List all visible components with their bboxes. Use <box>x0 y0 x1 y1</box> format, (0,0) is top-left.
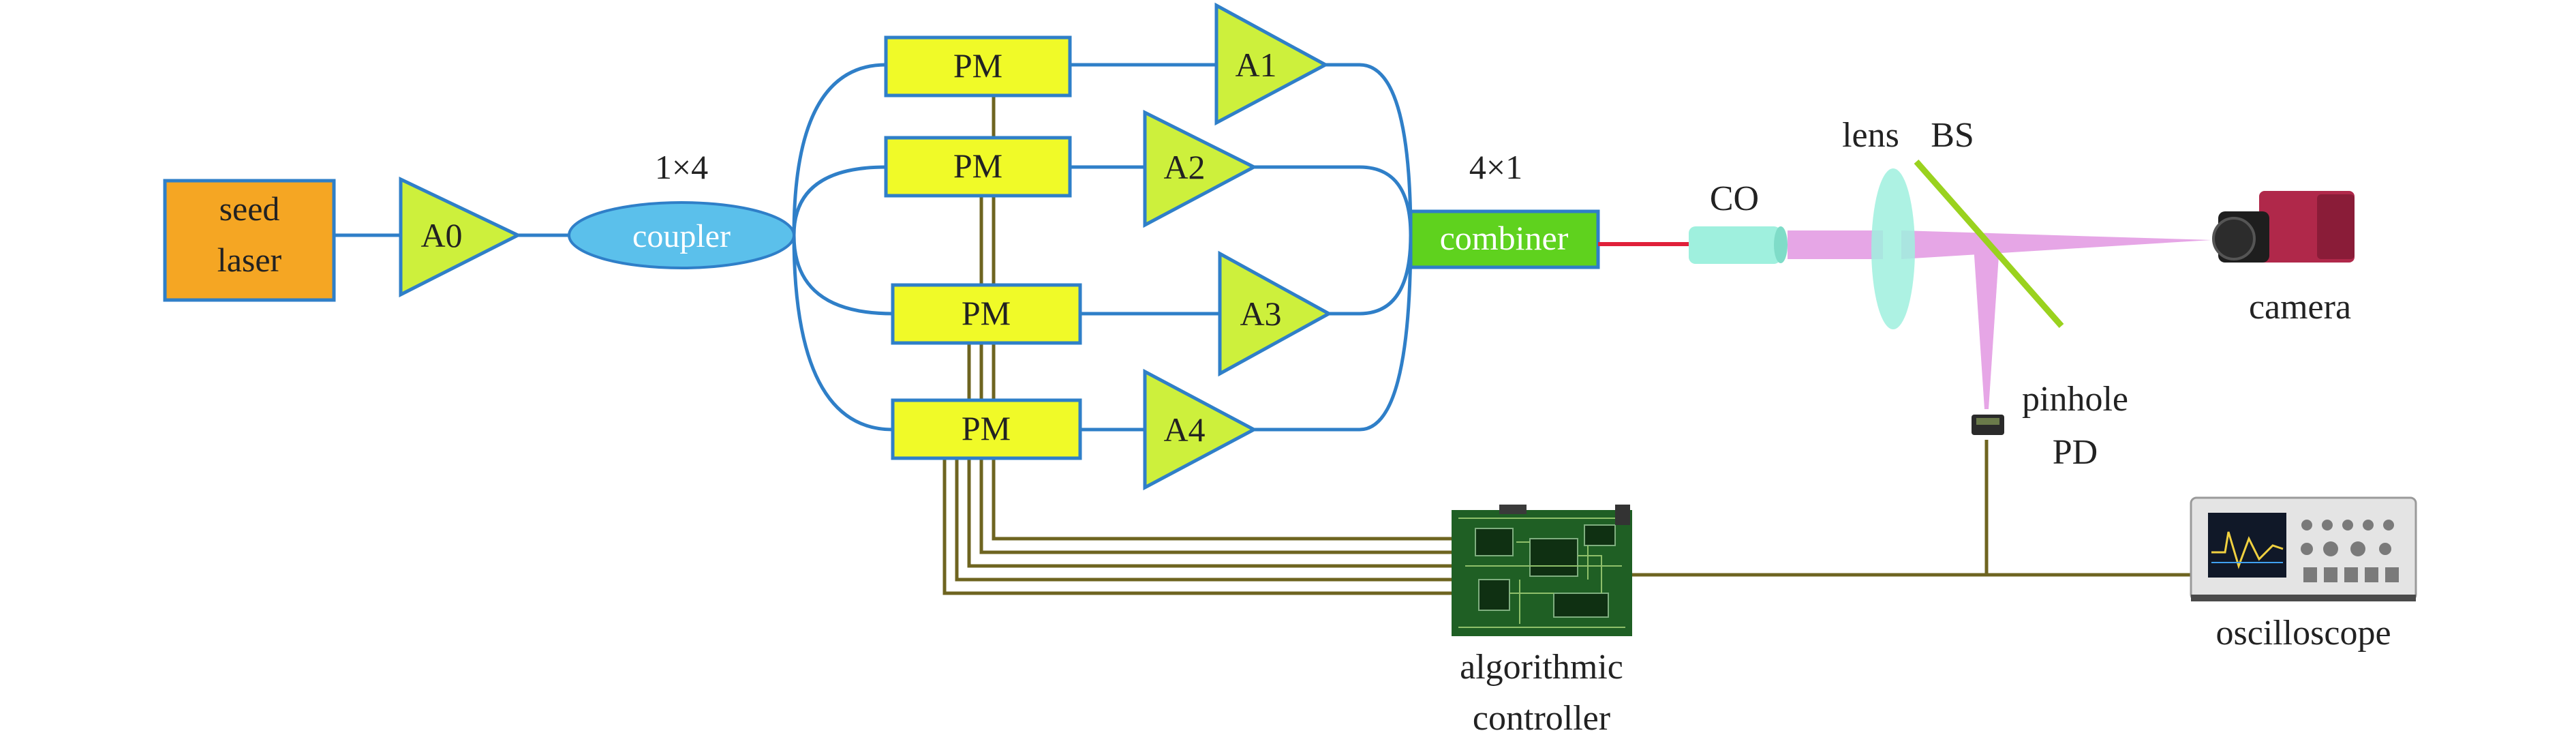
controller-chip-1 <box>1475 528 1514 556</box>
amplifier-a4-triangle <box>1143 368 1258 491</box>
pinhole-photodiode: pinhole PD <box>1972 380 2128 472</box>
fiber-a2-combiner <box>1254 165 1413 236</box>
collimator: CO <box>1689 179 1788 264</box>
phase-modulator-1: PM <box>884 35 1072 98</box>
pm-label-3: PM <box>962 294 1011 332</box>
combiner: 4×1 combiner <box>1409 148 1600 269</box>
seed-laser: seed laser <box>163 179 336 302</box>
fiber-coupler-branch-1 <box>792 63 887 236</box>
pinhole-label: pinhole <box>2022 380 2128 419</box>
controller-label-line2: controller <box>1473 699 1610 738</box>
wire-pm1-controller <box>992 95 1452 541</box>
phase-modulator-3: PM <box>891 283 1082 345</box>
pm-label-4: PM <box>962 409 1011 447</box>
amplifier-a0-triangle <box>399 177 522 298</box>
collimator-body <box>1689 226 1781 264</box>
camera-body-shade <box>2317 194 2355 259</box>
beam-lens-camera <box>1901 230 2211 259</box>
seed-laser-box <box>163 179 336 302</box>
beam-splitter-plate <box>1914 160 2064 328</box>
camera: camera <box>2212 191 2355 327</box>
camera-label: camera <box>2249 288 2351 327</box>
oscilloscope-trace <box>2211 531 2284 569</box>
seed-laser-label-line2: laser <box>217 241 282 279</box>
amplifier-a0: A0 <box>399 177 522 298</box>
amplifier-a1-triangle <box>1214 2 1330 126</box>
amplifier-a1: A1 <box>1214 2 1330 126</box>
coupler-ellipse <box>568 201 795 269</box>
beam-splitter-label: BS <box>1931 116 1974 155</box>
fiber-a1-combiner <box>1325 63 1413 236</box>
pinhole-pd-face <box>1976 418 1999 425</box>
pd-label: PD <box>2053 433 2098 472</box>
amplifier-a1-label: A1 <box>1235 46 1276 84</box>
coupler-ratio-label: 1×4 <box>655 148 708 186</box>
combiner-label: combiner <box>1440 219 1569 257</box>
oscilloscope: oscilloscope <box>2190 496 2417 653</box>
controller-chip-4 <box>1584 524 1616 546</box>
fiber-coupler-branch-3 <box>792 235 893 316</box>
controller-traces <box>1458 518 1625 628</box>
collimator-label: CO <box>1710 179 1759 218</box>
controller-chip-5 <box>1553 593 1609 618</box>
oscilloscope-base <box>2191 595 2416 601</box>
pm-box-2 <box>884 136 1072 198</box>
phase-modulator-4: PM <box>891 398 1082 460</box>
pm-label-1: PM <box>953 46 1002 85</box>
lens-label: lens <box>1842 116 1899 155</box>
wire-pm2-controller <box>979 184 1452 554</box>
wire-pm4-controller <box>955 450 1452 582</box>
combiner-box <box>1409 209 1600 269</box>
beam-down-pd <box>1973 235 2000 409</box>
fiber-a3-combiner <box>1329 235 1413 316</box>
oscilloscope-label: oscilloscope <box>2215 614 2391 653</box>
amplifier-a4: A4 <box>1143 368 1258 491</box>
pm-label-2: PM <box>953 147 1002 185</box>
pm-box-4 <box>891 398 1082 460</box>
phase-modulator-2: PM <box>884 136 1072 198</box>
amplifier-a3-triangle <box>1218 250 1333 377</box>
amplifier-a2-triangle <box>1143 109 1258 228</box>
coupler-label: coupler <box>632 218 731 254</box>
lens-shape <box>1871 168 1915 329</box>
controller-connector-2 <box>1499 505 1527 514</box>
seed-laser-label-line1: seed <box>219 190 280 228</box>
fiber-coupler-branch-2 <box>792 165 887 236</box>
controller-label-line1: algorithmic <box>1460 648 1623 687</box>
amplifier-a2-label: A2 <box>1163 148 1205 186</box>
beam-path <box>1788 230 2211 409</box>
fiber-coupler-branch-4 <box>792 235 893 432</box>
oscilloscope-knobs <box>2301 520 2399 582</box>
controller-chip-2 <box>1529 538 1578 577</box>
amplifier-a4-label: A4 <box>1163 410 1205 449</box>
controller-connector <box>1615 505 1630 525</box>
amplifier-a0-label: A0 <box>420 216 462 254</box>
camera-lens-ring <box>2212 217 2256 260</box>
fiber-a4-combiner <box>1254 235 1413 432</box>
beam-splitter: BS <box>1914 116 2064 328</box>
coupler: 1×4 coupler <box>568 148 795 269</box>
amplifier-a3-label: A3 <box>1240 295 1281 333</box>
combiner-ratio-label: 4×1 <box>1469 148 1522 186</box>
amplifier-a2: A2 <box>1143 109 1258 228</box>
wire-pm4b-controller <box>942 450 1452 595</box>
algorithmic-controller: algorithmic controller <box>1452 505 1632 738</box>
controller-chip-3 <box>1478 579 1510 611</box>
pm-box-1 <box>884 35 1072 98</box>
amplifier-a3: A3 <box>1218 250 1333 377</box>
pm-box-3 <box>891 283 1082 345</box>
beam-co-lens <box>1788 230 1883 259</box>
collimator-face <box>1774 226 1788 263</box>
lens: lens <box>1842 116 1915 329</box>
